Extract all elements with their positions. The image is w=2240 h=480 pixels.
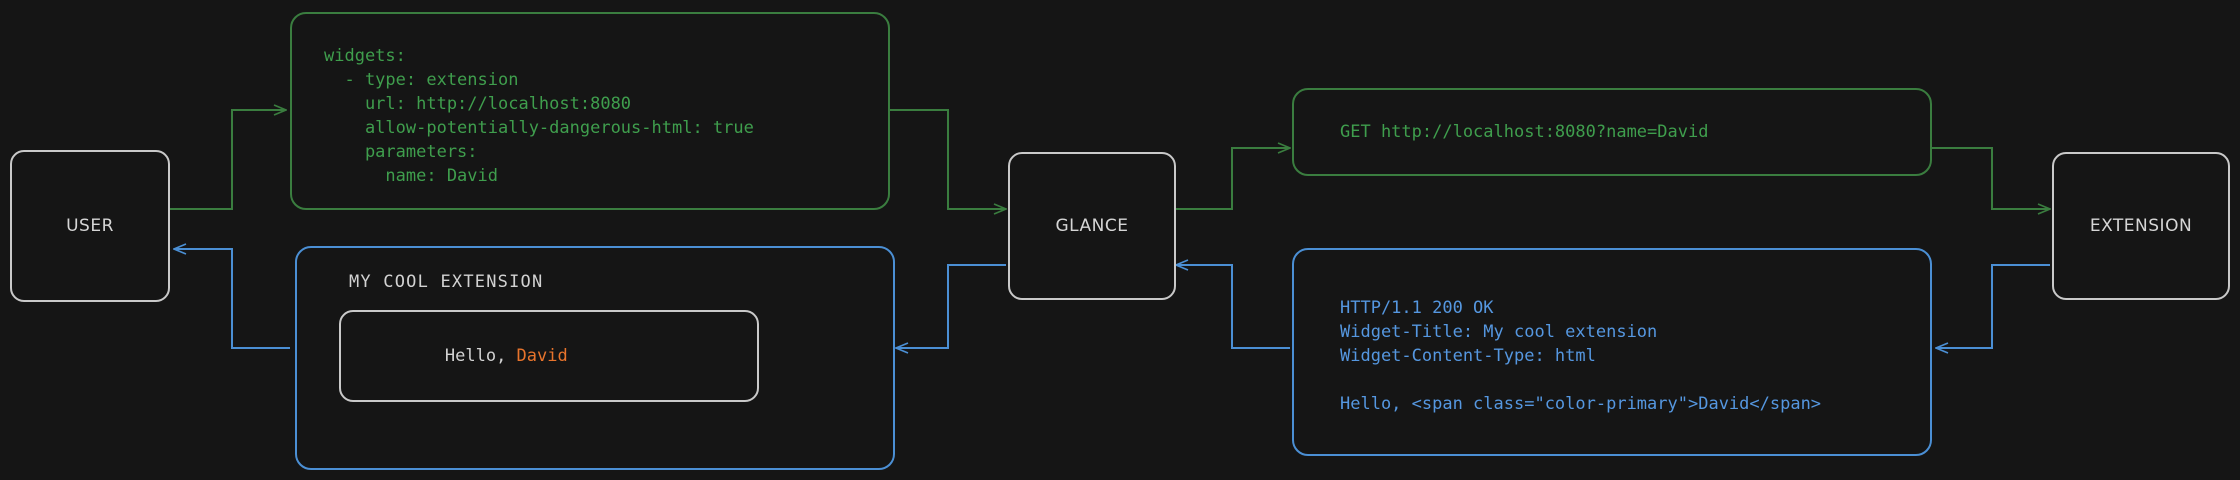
node-user-label: USER [66, 216, 114, 236]
arrow-glance-to-request [1176, 148, 1290, 210]
widget-preview-body: Hello, David [339, 310, 759, 402]
widget-greeting: Hello, David [341, 326, 568, 386]
arrow-glance-to-widget [896, 264, 1006, 348]
arrow-extension-to-response [1936, 264, 2050, 348]
arrow-config-to-glance [890, 109, 1006, 209]
arrow-request-to-extension [1930, 147, 2050, 209]
widget-preview-box: MY COOL EXTENSION Hello, David [295, 246, 895, 470]
arrow-widget-to-user [174, 249, 290, 349]
http-request-box: GET http://localhost:8080?name=David [1292, 88, 1932, 176]
http-response-box: HTTP/1.1 200 OK Widget-Title: My cool ex… [1292, 248, 1932, 456]
node-extension-label: EXTENSION [2089, 216, 2193, 236]
http-response-text: HTTP/1.1 200 OK Widget-Title: My cool ex… [1340, 298, 1822, 414]
arrow-user-to-config [170, 110, 286, 210]
node-glance-label: GLANCE [1055, 216, 1129, 236]
widget-preview-title: MY COOL EXTENSION [349, 272, 544, 292]
node-extension[interactable]: EXTENSION [2052, 152, 2230, 300]
widget-greeting-prefix: Hello, [444, 346, 517, 366]
widget-greeting-name: David [516, 346, 568, 366]
http-request-text: GET http://localhost:8080?name=David [1340, 122, 1709, 142]
config-yaml-text: widgets: - type: extension url: http://l… [324, 46, 754, 186]
node-glance[interactable]: GLANCE [1008, 152, 1176, 300]
arrow-response-to-glance [1176, 265, 1290, 349]
node-user[interactable]: USER [10, 150, 170, 302]
config-box: widgets: - type: extension url: http://l… [290, 12, 890, 210]
